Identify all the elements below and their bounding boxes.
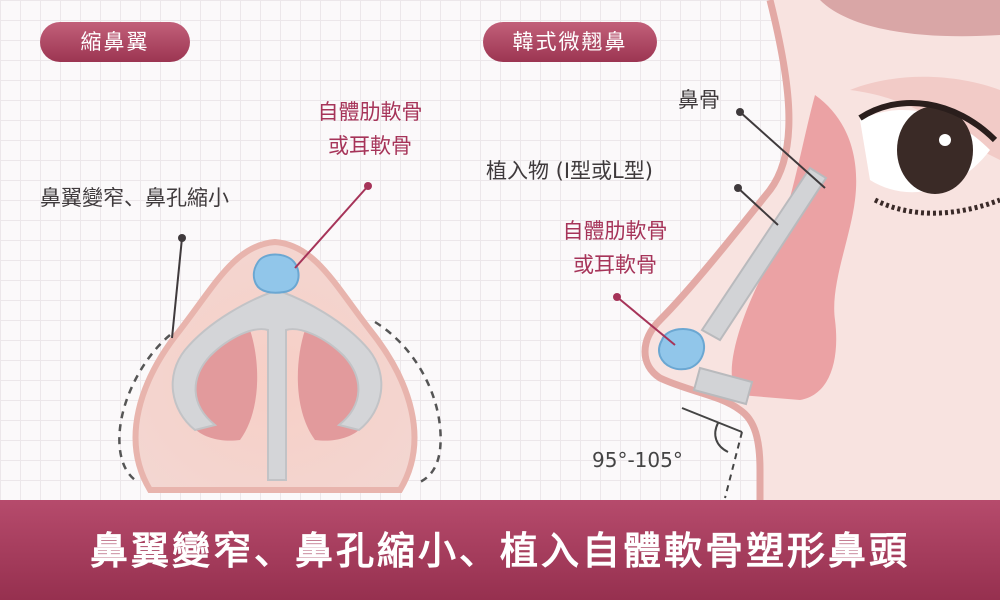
graft-blob-left bbox=[252, 253, 300, 294]
graft-label-left-line1: 自體肋軟骨 bbox=[317, 100, 423, 124]
original-ala-right-dashed bbox=[374, 320, 442, 484]
right-panel-tag: 韓式微翹鼻 bbox=[483, 22, 657, 62]
angle-arc bbox=[714, 422, 729, 453]
graft-label-right-line2: 或耳軟骨 bbox=[573, 253, 657, 277]
graft-label-left: 自體肋軟骨 或耳軟骨 bbox=[285, 95, 455, 163]
effect-leader-dot bbox=[178, 234, 186, 242]
bottom-banner: 鼻翼變窄、鼻孔縮小、植入自體軟骨塑形鼻頭 bbox=[0, 500, 1000, 600]
profile-diagram bbox=[613, 0, 1000, 500]
implant-dot bbox=[734, 184, 742, 192]
upper-lashes bbox=[858, 99, 998, 143]
effect-label: 鼻翼變窄、鼻孔縮小 bbox=[40, 186, 229, 210]
angle-label: 95°-105° bbox=[592, 448, 683, 472]
left-panel-tag: 縮鼻翼 bbox=[40, 22, 190, 62]
face-outline bbox=[641, 0, 793, 500]
graft-leader-line-left bbox=[294, 185, 369, 269]
graft-label-left-line2: 或耳軟骨 bbox=[328, 134, 412, 158]
angle-line-lower bbox=[724, 431, 743, 499]
graft-leader-dot-left bbox=[364, 182, 372, 190]
iris bbox=[897, 106, 973, 194]
eyebrow bbox=[820, 0, 1000, 37]
graft-leader-line-right bbox=[616, 296, 676, 346]
illustration bbox=[118, 0, 1000, 500]
banner-text: 鼻翼變窄、鼻孔縮小、植入自體軟骨塑形鼻頭 bbox=[89, 529, 910, 573]
lower-lashes bbox=[873, 197, 1000, 216]
effect-leader-line bbox=[171, 237, 183, 339]
nasal-tissue bbox=[731, 95, 857, 400]
implant-leader bbox=[737, 187, 779, 226]
implant bbox=[700, 166, 828, 342]
columella-strut bbox=[692, 366, 754, 406]
nasal-bone-leader bbox=[739, 111, 826, 189]
pupil-highlight bbox=[939, 134, 951, 146]
angle-line-upper bbox=[681, 407, 743, 433]
alar-cartilage bbox=[171, 291, 383, 481]
graft-label-right-line1: 自體肋軟骨 bbox=[562, 219, 668, 243]
graft-leader-dot-right bbox=[613, 293, 621, 301]
nasal-bone-dot bbox=[736, 108, 744, 116]
nasal-bone-label: 鼻骨 bbox=[678, 88, 720, 112]
original-ala-left-dashed bbox=[118, 334, 171, 484]
nose-base-diagram bbox=[118, 182, 442, 493]
graft-blob-right bbox=[657, 328, 706, 371]
implant-label: 植入物 (I型或L型) bbox=[486, 159, 653, 183]
graft-label-right: 自體肋軟骨 或耳軟骨 bbox=[530, 214, 700, 282]
eye-socket bbox=[850, 76, 1000, 160]
